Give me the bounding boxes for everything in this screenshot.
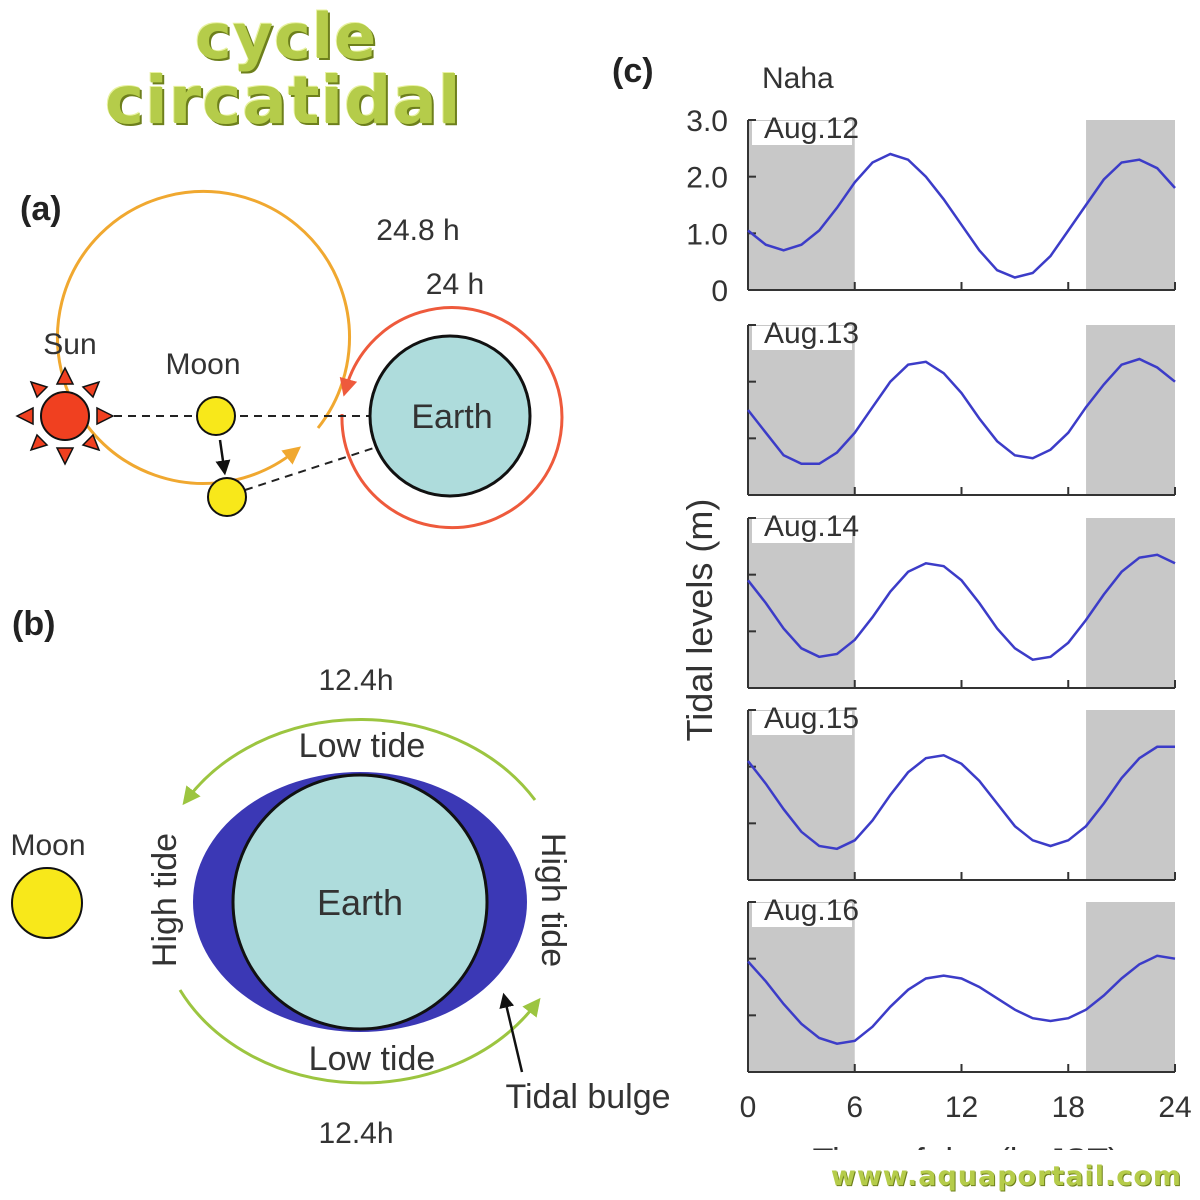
tide-line-Aug.12 — [747, 152, 1176, 279]
orbit-24-8h — [56, 190, 351, 485]
sun-icon — [15, 366, 115, 466]
y-tick-label: 0 — [711, 275, 728, 308]
date-label: Aug.15 — [764, 702, 859, 735]
earth-circle-b — [231, 773, 489, 1031]
moon-icon-a2 — [207, 477, 247, 517]
date-label: Aug.14 — [764, 510, 859, 543]
x-tick-label: 0 — [740, 1091, 757, 1124]
earth-circle-a — [368, 334, 532, 498]
chart-location-label: Naha — [762, 62, 834, 95]
night-shade-morning — [748, 902, 855, 1072]
date-label-bg — [752, 711, 852, 735]
night-shade-evening — [1086, 902, 1175, 1072]
night-shade-morning — [748, 325, 855, 495]
orbit-24h — [339, 306, 564, 530]
y-tick-label: 3.0 — [686, 105, 728, 138]
earth-label-a: Earth — [411, 398, 492, 436]
night-shade-evening — [1086, 120, 1175, 290]
night-shade-evening — [1086, 710, 1175, 880]
moon-icon-a1 — [196, 396, 236, 436]
date-label-bg — [752, 121, 852, 145]
tide-line-Aug.16 — [747, 954, 1176, 1045]
low-tide-top-label: Low tide — [299, 727, 426, 765]
footer-url: www.aquaportail.com — [830, 1161, 1182, 1192]
period-top-label: 12.4h — [318, 664, 393, 697]
tide-line-Aug.14 — [747, 553, 1176, 662]
date-label: Aug.16 — [764, 894, 859, 927]
title-line-2: circatidal — [105, 62, 462, 139]
night-shade-morning — [748, 120, 855, 290]
panel-a-label: (a) — [20, 190, 62, 228]
sun-label: Sun — [43, 328, 96, 361]
date-label: Aug.12 — [764, 112, 859, 145]
low-tide-bottom-label: Low tide — [309, 1040, 436, 1078]
date-label-bg — [752, 903, 852, 927]
tide-line-Aug.13 — [747, 357, 1176, 466]
cycle-24-8h-label: 24.8 h — [376, 214, 459, 247]
high-tide-left-label: High tide — [146, 833, 184, 967]
date-label: Aug.13 — [764, 317, 859, 350]
moon-label-b: Moon — [10, 829, 85, 862]
high-tide-right-label: High tide — [534, 833, 572, 967]
tide-line-Aug.15 — [747, 745, 1175, 851]
night-shade-evening — [1086, 518, 1175, 688]
moon-label-a: Moon — [165, 348, 240, 381]
panel-c-label: (c) — [612, 52, 654, 90]
night-shade-morning — [748, 710, 855, 880]
title-line-1: cycle — [195, 0, 378, 73]
panel-b-diagram: Earth Moon 12.4h Low tide Low tide 12.4h… — [10, 664, 670, 1150]
y-axis-title: Tidal levels (m) — [679, 499, 720, 742]
night-shade-morning — [748, 518, 855, 688]
date-label-bg — [752, 326, 852, 350]
cycle-24h-label: 24 h — [426, 268, 484, 301]
tidal-bulge-label: Tidal bulge — [505, 1078, 670, 1116]
x-tick-label: 12 — [945, 1091, 978, 1124]
x-tick-label: 18 — [1052, 1091, 1085, 1124]
date-label-bg — [752, 519, 852, 543]
moon-icon-b — [11, 867, 83, 939]
x-axis-title: Time of day (h, JST) — [813, 1142, 1120, 1150]
panel-a-diagram: Earth Sun Moon 24.8 h 24 h — [15, 190, 564, 530]
night-shade-evening — [1086, 325, 1175, 495]
earth-label-b: Earth — [317, 882, 403, 923]
period-bottom-label: 12.4h — [318, 1117, 393, 1150]
y-tick-label: 2.0 — [686, 162, 728, 195]
x-tick-label: 24 — [1158, 1091, 1191, 1124]
panel-b-label: (b) — [12, 605, 56, 643]
y-tick-label: 1.0 — [686, 218, 728, 251]
x-tick-label: 6 — [846, 1091, 863, 1124]
